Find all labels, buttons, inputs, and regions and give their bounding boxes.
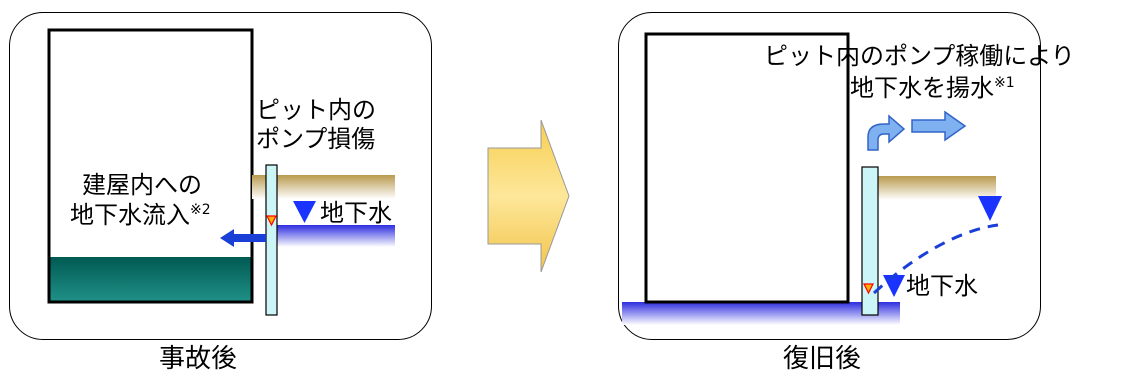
left-groundwater-label: 地下水 <box>320 199 392 227</box>
left-groundwater-level-marker <box>293 201 316 223</box>
inflow-label-line2: 地下水流入※2 <box>70 201 211 230</box>
pump-label-line2-text: 地下水を揚水 <box>850 74 994 102</box>
pit-label-line1: ピット内の <box>256 96 376 124</box>
left-caption: 事故後 <box>159 344 238 374</box>
right-ground <box>622 176 996 325</box>
left-building <box>47 28 254 304</box>
flooded-water-level <box>50 257 251 301</box>
groundwater-layer-right <box>622 302 900 325</box>
upper-groundwater-level-marker <box>978 196 1002 221</box>
inflow-label-line2-text: 地下水流入 <box>70 201 190 229</box>
pump-note: ※1 <box>994 75 1015 91</box>
inflow-label-line1: 建屋内への <box>82 171 202 200</box>
pit-label-line2: ポンプ損傷 <box>256 125 376 153</box>
right-pit-tube <box>861 166 879 316</box>
transition-arrow <box>487 119 570 273</box>
inflow-note: ※2 <box>190 202 211 218</box>
inflow-arrow <box>220 229 266 247</box>
left-pit-water-level-marker <box>266 215 277 227</box>
right-caption: 復旧後 <box>783 344 862 374</box>
inflow-label-line1-text: 建屋内への <box>82 171 202 199</box>
lowered-water-curve <box>872 223 999 295</box>
right-building <box>644 32 850 304</box>
pump-out-arrow <box>911 110 967 142</box>
groundwater-layer <box>277 225 395 247</box>
right-groundwater-level-marker <box>883 275 905 297</box>
pump-label-line1: ピット内のポンプ稼働により <box>764 42 1075 70</box>
right-pit-water-level-marker <box>863 283 874 295</box>
pump-label-line2: 地下水を揚水※1 <box>850 74 1015 103</box>
right-groundwater-label: 地下水 <box>906 272 978 300</box>
pump-up-arrow <box>867 114 906 151</box>
soil-layer-right <box>878 176 996 200</box>
left-pit-tube <box>265 164 278 316</box>
